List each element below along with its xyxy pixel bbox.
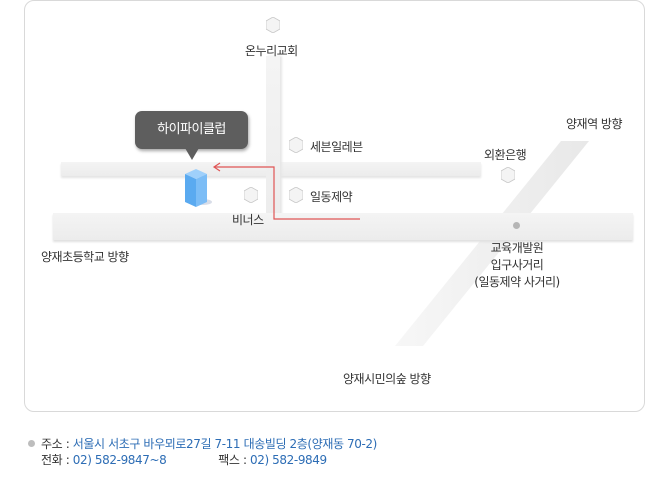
label-intersection-line3: (일동제약 사거리) (474, 275, 560, 289)
bullet-icon (28, 440, 35, 447)
label-yangjae-elementary-direction: 양재초등학교 방향 (41, 250, 129, 264)
bubble-tail (185, 148, 199, 160)
landmark-cube-icon (266, 17, 280, 33)
contact-info: 주소 : 서울시 서초구 바우뫼로27길 7-11 대송빌딩 2층(양재동 70… (28, 436, 377, 468)
landmark-cube-icon (289, 137, 303, 153)
intersection-dot-icon (513, 222, 520, 229)
label-intersection-line2: 입구사거리 (490, 258, 544, 272)
address-label: 주소 : (41, 437, 70, 451)
road-vertical (266, 56, 280, 226)
address-value: 서울시 서초구 바우뫼로27길 7-11 대송빌딩 2층(양재동 70-2) (72, 437, 378, 451)
address-row: 주소 : 서울시 서초구 바우뫼로27길 7-11 대송빌딩 2층(양재동 70… (28, 436, 377, 452)
location-map: 하이파이클럽 온누리교회 세븐일레븐 일동제약 비너스 외환은행 양재역 방향 … (24, 0, 645, 412)
phone-fax-row: 전화 : 02) 582-9847~8 팩스 : 02) 582-9849 (28, 452, 377, 468)
label-citizens-forest-direction: 양재시민의숲 방향 (343, 372, 431, 386)
fax-label: 팩스 : (218, 453, 247, 467)
label-onnuri-church: 온누리교회 (245, 44, 298, 58)
landmark-cube-icon (289, 187, 303, 203)
phone-value: 02) 582-9847~8 (72, 453, 167, 467)
label-keb-bank: 외환은행 (484, 148, 527, 162)
destination-label: 하이파이클럽 (135, 111, 248, 149)
road-main (53, 213, 633, 240)
route-line (212, 162, 360, 220)
landmark-cube-icon (244, 187, 258, 203)
fax-value: 02) 582-9849 (250, 453, 327, 467)
label-yangjae-station-direction: 양재역 방향 (566, 117, 623, 131)
label-seven-eleven: 세븐일레븐 (310, 140, 363, 154)
label-ildong-pharm: 일동제약 (310, 190, 353, 204)
landmark-cube-icon (501, 167, 515, 183)
diagonal-road (395, 141, 589, 346)
destination-building-icon (185, 169, 212, 207)
label-intersection-line1: 교육개발원 (490, 241, 544, 255)
label-venus: 비너스 (232, 213, 264, 227)
phone-label: 전화 : (41, 453, 70, 467)
